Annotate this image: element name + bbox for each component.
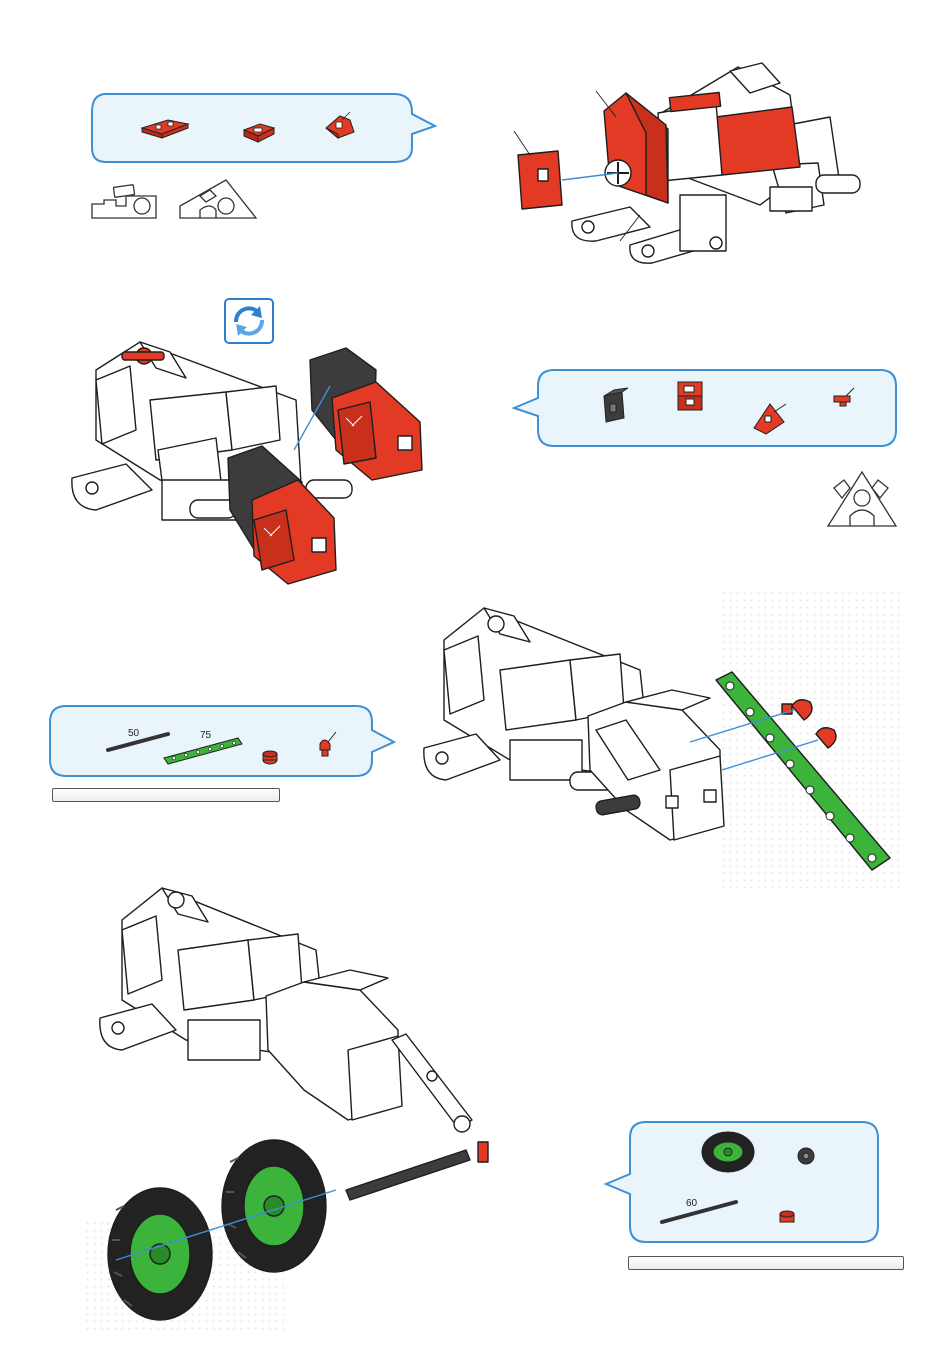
red-square-block xyxy=(678,382,702,410)
strip-75-label: 75 xyxy=(200,730,212,741)
parts-bubble-step1 xyxy=(88,90,440,166)
length-ruler-step3 xyxy=(52,788,280,802)
rod-60-label: 60 xyxy=(686,1198,698,1209)
model-step4 xyxy=(96,870,516,1340)
model-step3 xyxy=(420,590,900,890)
length-ruler-step4 xyxy=(628,1256,904,1270)
parts-bubble-step3: 50 75 xyxy=(48,704,398,780)
slope-profile-icon xyxy=(88,176,264,222)
dark-hub xyxy=(798,1148,814,1164)
parts-bubble-step2 xyxy=(508,368,900,450)
rod-50-label: 50 xyxy=(128,728,140,739)
red-bush xyxy=(263,751,277,764)
model-step1 xyxy=(500,55,880,285)
parts-bubble-step4: 60 xyxy=(602,1120,882,1246)
tire-with-green-rim xyxy=(702,1132,754,1172)
triangle-profile-icon xyxy=(824,468,900,528)
red-bush-step4 xyxy=(780,1211,794,1222)
model-step2 xyxy=(66,330,446,600)
